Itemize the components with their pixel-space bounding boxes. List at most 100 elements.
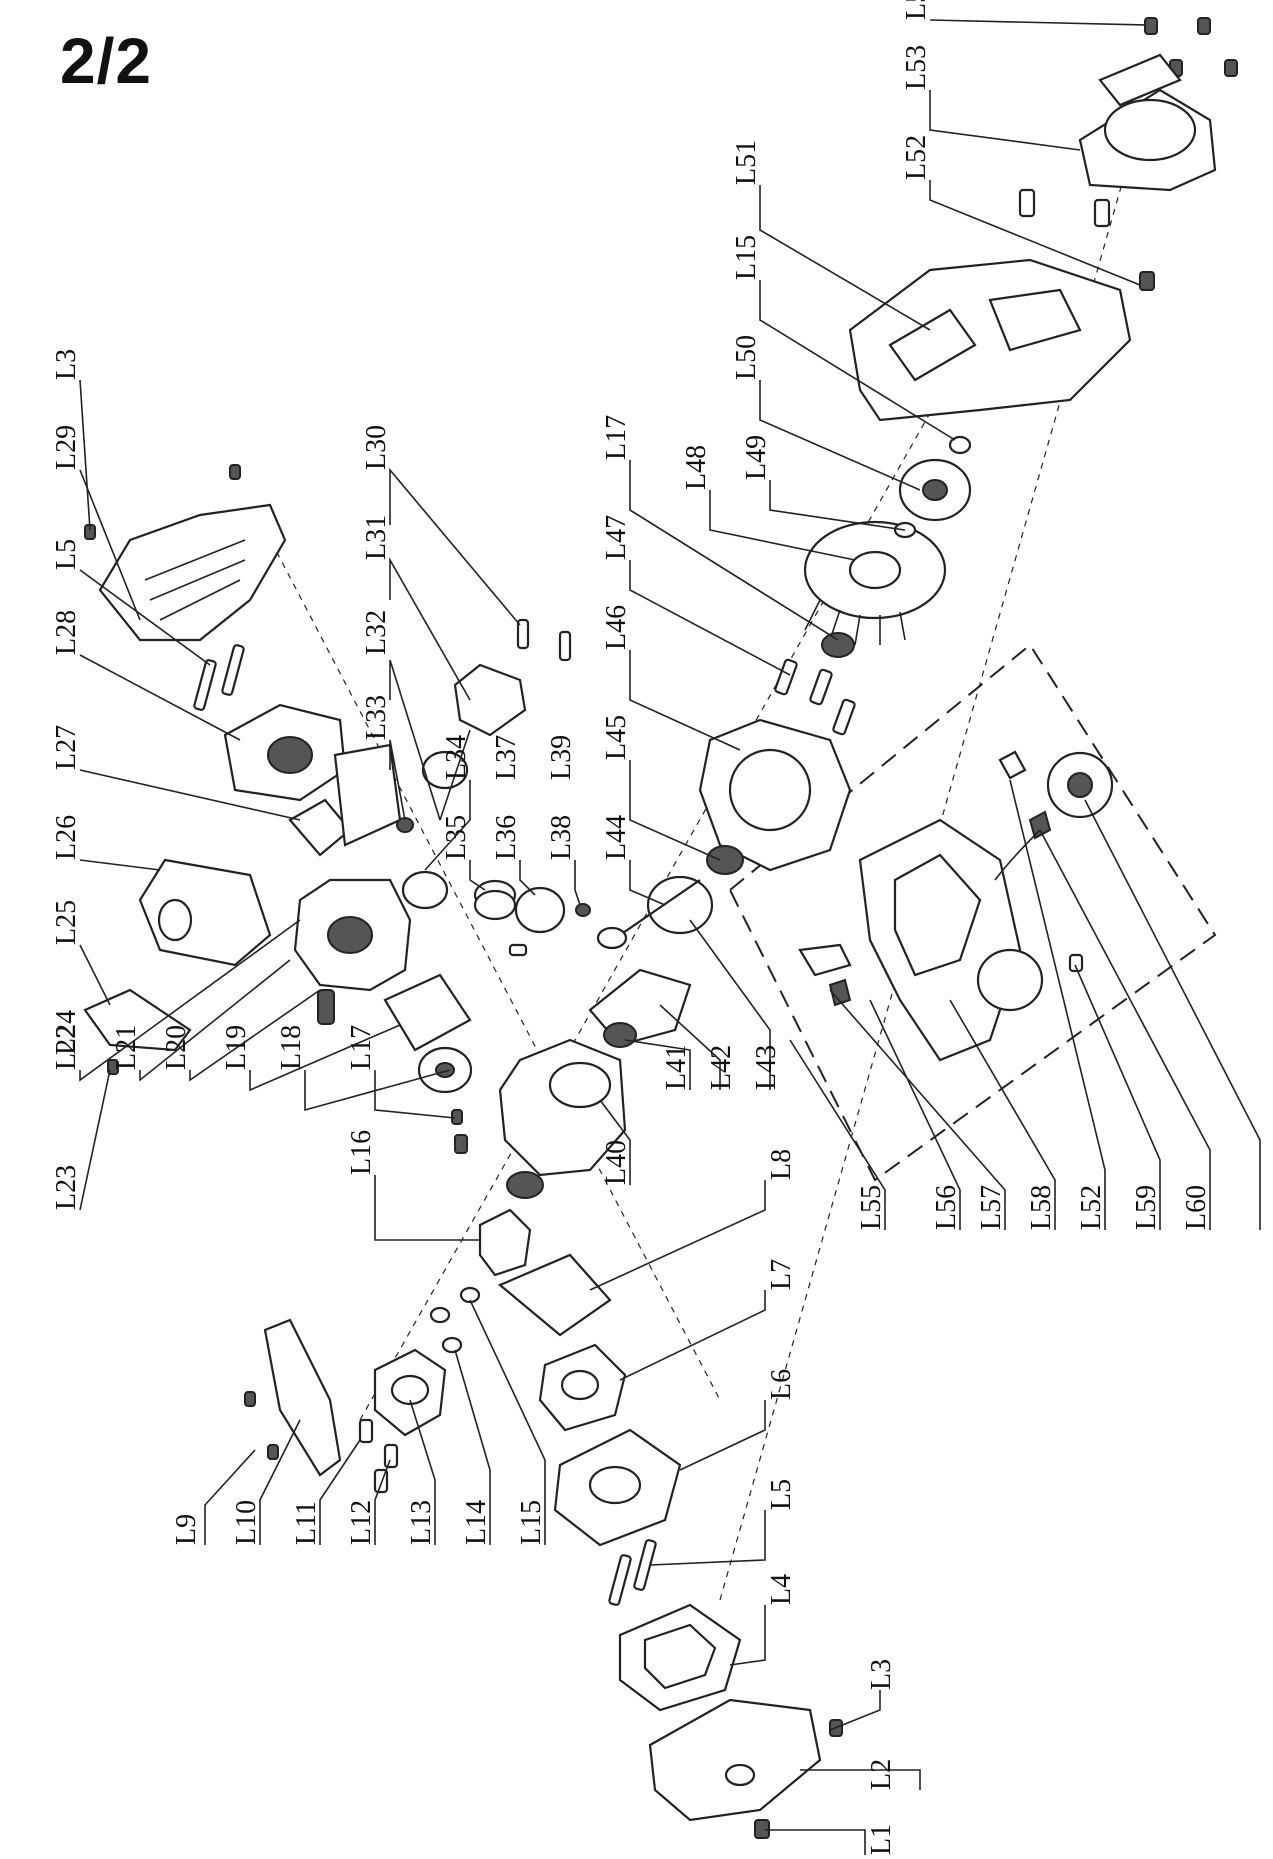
intake-adapter-part: [478, 1208, 532, 1277]
muffler-bracket-part: [138, 858, 272, 967]
part-label-l10: L10: [231, 1500, 262, 1545]
part-label-l52b: L52: [1076, 1185, 1107, 1230]
pawl-carrier-part: [898, 435, 972, 522]
part-label-l29: L29: [51, 425, 82, 470]
part-label-l12: L12: [346, 1500, 377, 1545]
tank-screw: [1068, 953, 1084, 973]
part-label-l54: L54: [901, 0, 932, 20]
bearing-part: [706, 845, 744, 875]
part-label-l56: L56: [931, 1185, 962, 1230]
carburetor-gasket-part: [497, 1253, 612, 1337]
part-label-l17a: L17: [346, 1025, 377, 1070]
part-label-l20: L20: [161, 1025, 192, 1070]
part-label-l53: L53: [901, 45, 932, 90]
part-label-l45: L45: [601, 715, 632, 760]
oil-seal-part: [603, 1022, 637, 1048]
part-label-l3a: L3: [866, 1659, 897, 1690]
part-label-l40: L40: [601, 1140, 632, 1185]
fuel-line-part: [994, 750, 1052, 881]
deflector-part: [263, 1318, 342, 1477]
part-label-l6: L6: [766, 1369, 797, 1400]
part-label-l55: L55: [856, 1185, 887, 1230]
part-label-l34: L34: [441, 735, 472, 780]
part-label-l32: L32: [361, 610, 392, 655]
part-label-l15a: L15: [516, 1500, 547, 1545]
part-label-l48: L48: [681, 445, 712, 490]
part-label-l7: L7: [766, 1259, 797, 1290]
part-label-l60: L60: [1181, 1185, 1212, 1230]
cylinder-part: [293, 878, 412, 992]
cylinder-gasket-part: [401, 870, 449, 910]
crankcase-part: [498, 1038, 627, 1177]
part-label-l3b: L3: [51, 349, 82, 380]
page-number-label: 2/2: [60, 25, 152, 97]
ignition-washer-part: [396, 817, 414, 833]
part-label-l33: L33: [361, 695, 392, 740]
deflector-screws: [244, 1391, 279, 1460]
part-label-l42: L42: [706, 1045, 737, 1090]
cylinder-base-gasket-part: [383, 973, 472, 1052]
air-filter-cover-part: [648, 1698, 822, 1822]
part-label-l11: L11: [291, 1501, 322, 1545]
part-label-l8: L8: [766, 1149, 797, 1180]
part-label-l50: L50: [731, 335, 762, 380]
part-label-l24: L24: [51, 1010, 82, 1055]
part-label-l35: L35: [441, 815, 472, 860]
part-label-l38: L38: [546, 815, 577, 860]
part-label-l44: L44: [601, 815, 632, 860]
part-label-l15b: L15: [731, 235, 762, 280]
fuel-cap-part: [1046, 751, 1114, 819]
leader-lines: [79, 19, 1261, 1855]
carburetor-part: [538, 1343, 627, 1432]
spark-plate-part: [83, 988, 192, 1052]
part-label-l13: L13: [406, 1500, 437, 1545]
long-screws: [608, 1539, 657, 1606]
part-label-l5b: L5: [51, 539, 82, 570]
fuel-tank-part: [858, 818, 1044, 1062]
washer-stack: [429, 1286, 481, 1354]
flywheel-nut-part: [821, 632, 855, 658]
part-label-l16: L16: [346, 1130, 377, 1175]
part-label-l43: L43: [751, 1045, 782, 1090]
part-label-l26: L26: [51, 815, 82, 860]
muffler-bolts: [193, 644, 245, 711]
part-label-l27: L27: [51, 725, 82, 770]
flywheel-part: [803, 520, 947, 646]
part-label-l5a: L5: [766, 1479, 797, 1510]
intake-plate-part: [373, 1348, 447, 1437]
main-bearing-part: [506, 1171, 544, 1199]
part-label-l49: L49: [741, 435, 772, 480]
crankshaft-part: [596, 875, 714, 950]
part-label-l17b: L17: [601, 415, 632, 460]
recoil-starter-part: [1078, 53, 1217, 192]
part-label-l22: L22: [51, 1025, 82, 1070]
housing-bolts: [774, 658, 856, 736]
part-label-l36: L36: [491, 815, 522, 860]
part-label-l51: L51: [731, 140, 762, 185]
ignition-coil-part: [421, 663, 527, 821]
part-label-l25: L25: [51, 900, 82, 945]
boot-screw: [451, 1109, 463, 1125]
cylinder-shroud-part: [98, 503, 287, 642]
part-label-l41: L41: [661, 1045, 692, 1090]
part-label-l57: L57: [976, 1185, 1007, 1230]
part-label-l19: L19: [221, 1025, 252, 1070]
part-label-l23: L23: [51, 1165, 82, 1210]
part-label-l28: L28: [51, 610, 82, 655]
part-label-l18: L18: [276, 1025, 307, 1070]
crankcase-bolt: [454, 1134, 468, 1154]
part-label-l37: L37: [491, 735, 522, 780]
intake-boot-part: [417, 1046, 473, 1094]
part-label-l21: L21: [111, 1025, 142, 1070]
piston-pin-part: [508, 943, 528, 957]
part-label-l31: L31: [361, 515, 392, 560]
piston-rings-part: [473, 879, 517, 921]
plate-screws: [358, 1418, 399, 1494]
crankcase-half-part: [698, 718, 852, 872]
part-label-l47: L47: [601, 515, 632, 560]
part-label-l9: L9: [171, 1514, 202, 1545]
air-filter-base-part: [553, 1428, 682, 1547]
part-label-l14: L14: [461, 1500, 492, 1545]
